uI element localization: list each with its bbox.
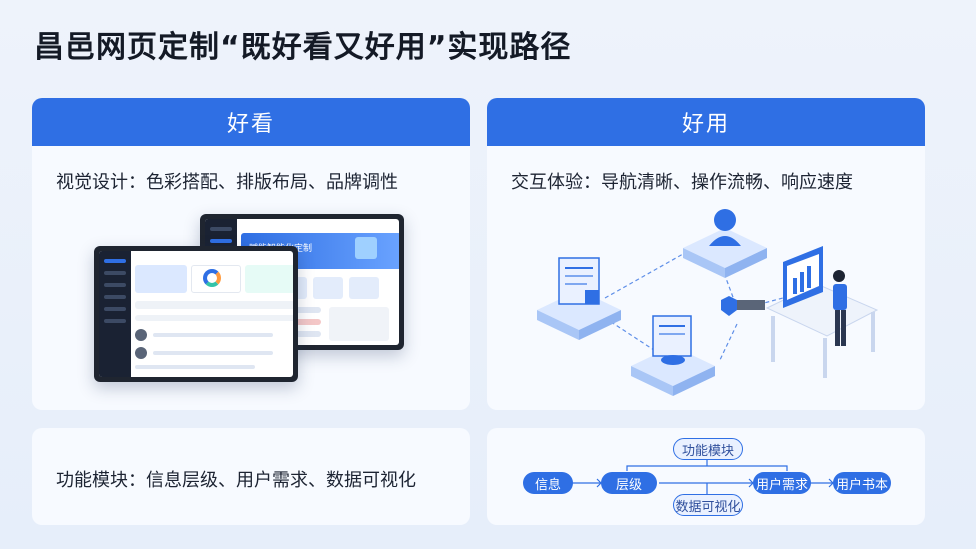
interaction-experience-text: 交互体验：导航清晰、操作流畅、响应速度 xyxy=(511,172,853,193)
card-easy-to-use: 好用 交互体验：导航清晰、操作流畅、响应速度 xyxy=(487,98,925,410)
isometric-network-illustration xyxy=(537,209,879,396)
settings-node-icon xyxy=(631,315,715,396)
flow-node-info: 信息 xyxy=(523,472,573,494)
page-title: 昌邑网页定制“既好看又好用”实现路径 xyxy=(34,30,572,65)
user-node-icon xyxy=(683,209,767,278)
shield-icon xyxy=(721,296,765,316)
function-modules-text: 功能模块：信息层级、用户需求、数据可视化 xyxy=(56,470,416,491)
document-node-icon xyxy=(537,257,621,340)
flow-node-function-modules: 功能模块 xyxy=(673,438,743,460)
flow-node-user-needs: 用户需求 xyxy=(753,472,811,494)
card-header-good-looking: 好看 xyxy=(32,98,470,146)
card-header-easy-to-use: 好用 xyxy=(487,98,925,146)
flow-node-user-book: 用户书本 xyxy=(833,472,891,494)
workstation-illustration xyxy=(765,246,879,378)
mock-dashboard-front xyxy=(94,246,298,382)
flow-node-data-viz: 数据可视化 xyxy=(673,494,743,516)
card-function-modules: 功能模块：信息层级、用户需求、数据可视化 xyxy=(32,428,470,525)
card-good-looking: 好看 视觉设计：色彩搭配、排版布局、品牌调性 赋能智能化定制 xyxy=(32,98,470,410)
flow-node-level: 层级 xyxy=(601,472,657,494)
visual-design-text: 视觉设计：色彩搭配、排版布局、品牌调性 xyxy=(56,172,398,193)
card-flow-diagram: 功能模块 信息 层级 用户需求 用户书本 数据可视化 xyxy=(487,428,925,525)
